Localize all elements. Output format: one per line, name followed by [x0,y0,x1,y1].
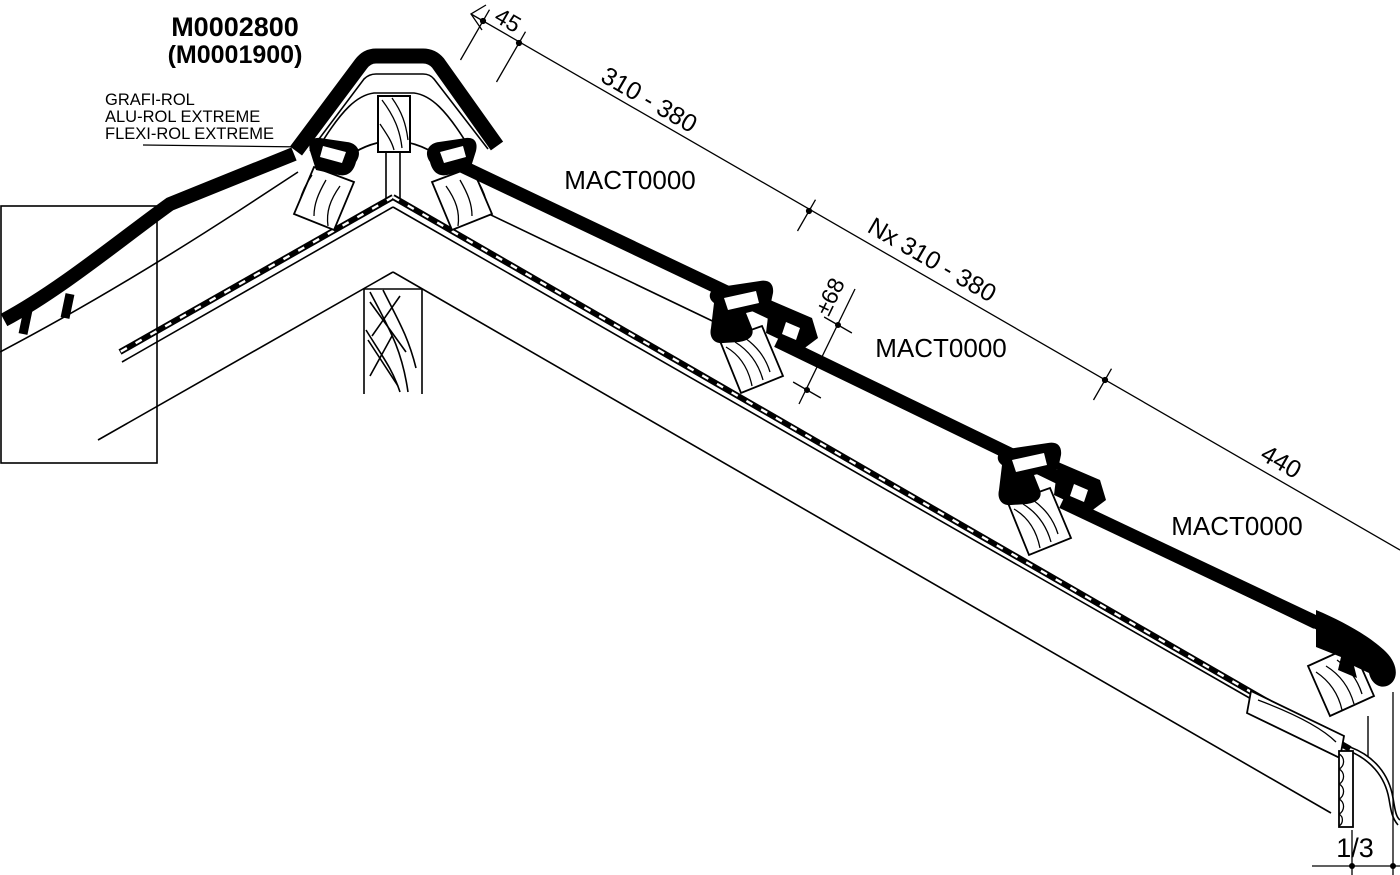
tile1-underside [467,203,751,340]
roof-tiles [0,137,1396,687]
batten-wood-grain [299,174,1363,743]
ridge-clip-left [309,137,360,176]
fascia-batten [1338,750,1354,828]
label-product-code-secondary: (M0001900) [168,41,303,69]
tile-left-nibs [18,293,75,335]
label-tile-1: MACT0000 [564,165,696,195]
ridge-cap [289,48,504,156]
tile-underside-left [0,171,299,353]
tile-joint-clip-2 [997,442,1106,512]
tile-eave-nose [1316,610,1396,687]
rafter-and-ceiling-lines [0,171,1332,814]
label-product-code-primary: M0002800 [171,12,299,42]
tile-segment-3 [1059,496,1325,631]
ridge-side-batten-left [292,165,356,232]
ceiling-line-right [392,271,1332,814]
eave-detail [1338,716,1369,828]
dim-label-course-repeat: Nx 310 - 380 [863,212,1001,308]
under-ridge-line [315,92,473,153]
dim-label-eave-course: 440 [1256,440,1306,485]
label-tile-2: MACT0000 [875,333,1007,363]
tile-left-slope [0,147,297,327]
rafter-top-left [121,206,394,363]
ridge-batten-bracket [385,152,401,198]
dim-label-ridge-overhang: 45 [490,2,525,37]
label-product-grafi-rol: GRAFI-ROL [105,91,195,109]
ridge-beam [363,288,423,394]
tile-joint-clip-1 [709,280,818,350]
underlay-membrane [118,194,1400,826]
ceiling-line-left [97,271,394,441]
ridge-clip-right [426,137,477,176]
rafter-top-right [392,206,1254,701]
dim-chain-line [470,13,1400,551]
dim-gutter [1312,692,1400,875]
label-product-flexi-rol: FLEXI-ROL EXTREME [105,125,274,143]
section-box [0,205,158,464]
product-leader-line [142,144,309,148]
label-product-alu-rol: ALU-ROL EXTREME [105,108,260,126]
dim-label-gutter-overlap: 1/3 [1336,833,1374,863]
dimension-lines [142,4,1400,875]
label-tile-3: MACT0000 [1171,511,1303,541]
ridge-cap-assembly [289,48,504,198]
dim-headlap [792,288,856,405]
dim-arrow [470,4,487,31]
ridge-cap-inner-line [309,73,489,152]
dim-label-first-course: 310 - 380 [596,62,701,139]
